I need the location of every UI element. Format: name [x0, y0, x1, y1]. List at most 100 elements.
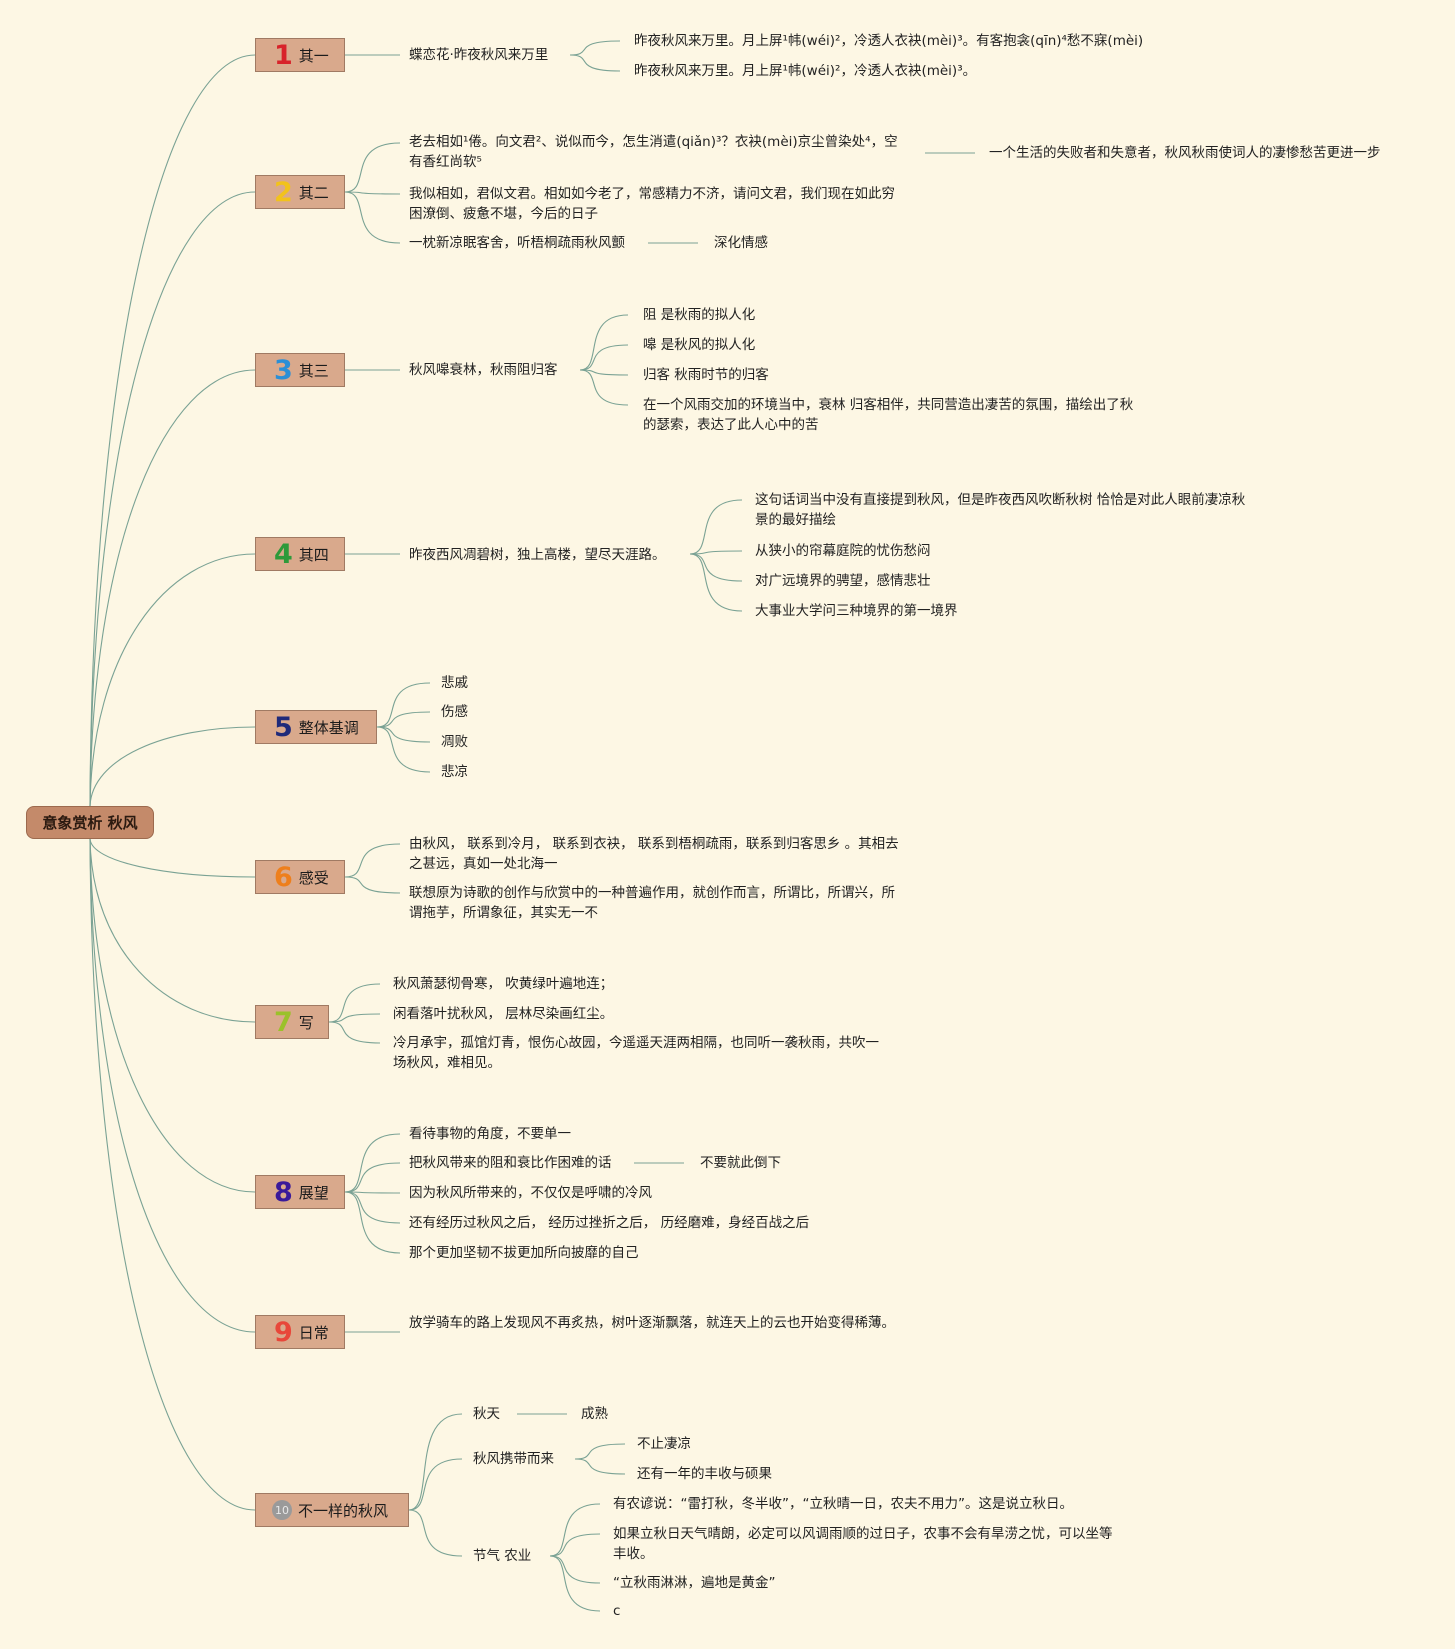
leaf-10-3-4[interactable]: c — [613, 1603, 621, 1619]
root-topic[interactable]: 意象赏析 秋风 — [26, 806, 154, 839]
node-7-1[interactable]: 秋风萧瑟彻骨寒， 吹黄绿叶遍地连； — [393, 976, 614, 992]
branch-3[interactable]: 3 其三 — [255, 353, 345, 387]
link-4-1-4 — [689, 553, 743, 612]
link-3-1-1 — [579, 314, 629, 371]
link-5-2 — [376, 711, 431, 728]
branch-label-8: 展望 — [298, 1183, 329, 1202]
branch-number-9: 9 — [274, 1316, 293, 1348]
node-3-1[interactable]: 秋风嗥衰林，秋雨阻归客 — [409, 362, 558, 378]
branch-8[interactable]: 8 展望 — [255, 1175, 345, 1209]
root-link-2 — [89, 191, 256, 807]
leaf-10-3-1[interactable]: 有农谚说：“雷打秋，冬半收”，“立秋晴一日，农夫不用力”。这是说立秋日。 — [613, 1496, 1073, 1512]
branch-number-5: 5 — [274, 711, 293, 743]
link-10-3-4 — [549, 1555, 601, 1612]
link-10-3-1 — [549, 1503, 601, 1557]
node-7-2[interactable]: 闲看落叶扰秋风， 层林尽染画红尘。 — [393, 1006, 614, 1022]
node-8-3[interactable]: 因为秋风所带来的，不仅仅是呼啸的冷风 — [409, 1185, 652, 1201]
leaf-2-1-1[interactable]: 一个生活的失败者和失意者，秋风秋雨使词人的凄惨愁苦更进一步 — [989, 145, 1381, 161]
root-link-5 — [89, 726, 256, 807]
branch-2[interactable]: 2 其二 — [255, 175, 345, 209]
link-10-3 — [408, 1509, 463, 1557]
leaf-8-2-1[interactable]: 不要就此倒下 — [700, 1155, 781, 1171]
node-1-1[interactable]: 蝶恋花·昨夜秋风来万里 — [409, 47, 549, 63]
root-link-9 — [89, 838, 256, 1333]
link-5-1 — [376, 682, 431, 728]
node-5-1[interactable]: 悲戚 — [441, 675, 468, 691]
node-7-3[interactable]: 冷月承宇，孤馆灯青，恨伤心故园，今遥遥天涯两相隔，也同听一袭秋雨，共吹一场秋风，… — [393, 1035, 879, 1071]
branch-10[interactable]: 10 不一样的秋风 — [255, 1493, 409, 1527]
node-5-3[interactable]: 凋败 — [441, 734, 468, 750]
branch-label-1: 其一 — [298, 46, 329, 65]
link-1-1-2 — [569, 54, 621, 72]
node-5-2[interactable]: 伤感 — [441, 704, 468, 720]
leaf-3-1-1[interactable]: 阻 是秋雨的拟人化 — [643, 307, 756, 323]
leaf-1-1-2[interactable]: 昨夜秋风来万里。月上屏¹帏(wéi)²，冷透人衣袂(mèi)³。 — [634, 63, 977, 79]
link-3-1-3 — [579, 369, 629, 376]
branch-label-10: 不一样的秋风 — [298, 1501, 389, 1520]
node-6-2[interactable]: 联想原为诗歌的创作与欣赏中的一种普遍作用，就创作而言，所谓比，所谓兴，所谓拖芋，… — [409, 885, 895, 921]
leaf-3-1-2[interactable]: 嗥 是秋风的拟人化 — [643, 337, 756, 353]
node-4-1[interactable]: 昨夜西风凋碧树，独上高楼，望尽天涯路。 — [409, 547, 666, 563]
node-6-1[interactable]: 由秋风， 联系到冷月， 联系到衣袂， 联系到梧桐疏雨，联系到归客思乡 。其相去之… — [409, 836, 899, 872]
leaf-4-1-3[interactable]: 对广远境界的骋望，感情悲壮 — [755, 573, 931, 589]
link-2-1 — [344, 142, 401, 193]
link-1-1-1 — [569, 40, 621, 56]
link-3-1-2 — [579, 344, 629, 371]
root-label: 意象赏析 秋风 — [42, 814, 138, 832]
node-8-5[interactable]: 那个更加坚韧不拔更加所向披靡的自己 — [409, 1245, 639, 1261]
node-2-3[interactable]: 一枕新凉眠客舍，听梧桐疏雨秋风颤 — [409, 235, 625, 251]
branch-number-10: 10 — [272, 1500, 292, 1520]
branch-label-7: 写 — [298, 1013, 314, 1032]
branch-label-4: 其四 — [298, 545, 329, 564]
root-link-6 — [89, 838, 256, 878]
leaf-2-3-1[interactable]: 深化情感 — [714, 235, 768, 251]
link-8-1 — [344, 1133, 401, 1193]
branch-9[interactable]: 9 日常 — [255, 1315, 345, 1349]
node-2-2[interactable]: 我似相如，君似文君。相如如今老了，常感精力不济，请问文君，我们现在如此穷困潦倒、… — [409, 186, 895, 222]
link-10-2-1 — [574, 1443, 626, 1460]
link-7-2 — [328, 1013, 381, 1023]
link-6-1 — [344, 843, 401, 878]
link-2-2 — [344, 191, 401, 195]
root-link-3 — [89, 369, 256, 807]
leaf-4-1-1[interactable]: 这句话词当中没有直接提到秋风，但是昨夜西风吹断秋树 恰恰是对此人眼前凄凉秋景的最… — [755, 492, 1246, 528]
node-8-2[interactable]: 把秋风带来的阻和衰比作困难的话 — [409, 1155, 612, 1171]
branch-label-6: 感受 — [298, 868, 329, 887]
link-7-3 — [328, 1021, 381, 1044]
node-2-1[interactable]: 老去相如¹倦。向文君²、说似而今，怎生消遣(qiǎn)³？衣袂(mèi)京尘曾染… — [409, 134, 898, 170]
leaf-10-3-2[interactable]: 如果立秋日天气晴朗，必定可以风调雨顺的过日子，农事不会有旱涝之忧，可以坐等丰收。 — [613, 1526, 1113, 1562]
node-8-4[interactable]: 还有经历过秋风之后， 经历过挫折之后， 历经磨难，身经百战之后 — [409, 1215, 810, 1231]
branch-5[interactable]: 5 整体基调 — [255, 710, 377, 744]
branch-label-3: 其三 — [298, 361, 329, 380]
leaf-10-2-2[interactable]: 还有一年的丰收与硕果 — [637, 1466, 772, 1482]
leaf-10-2-1[interactable]: 不止凄凉 — [637, 1436, 691, 1452]
root-link-8 — [89, 838, 256, 1193]
node-10-3[interactable]: 节气 农业 — [473, 1548, 532, 1564]
branch-number-6: 6 — [274, 861, 293, 893]
leaf-4-1-2[interactable]: 从狭小的帘幕庭院的忧伤愁闷 — [755, 543, 931, 559]
branch-number-3: 3 — [274, 354, 293, 386]
leaf-3-1-3[interactable]: 归客 秋雨时节的归客 — [643, 367, 769, 383]
branch-6[interactable]: 6 感受 — [255, 860, 345, 894]
branch-label-5: 整体基调 — [298, 718, 359, 737]
leaf-10-1-1[interactable]: 成熟 — [581, 1406, 608, 1422]
node-10-2[interactable]: 秋风携带而来 — [473, 1451, 554, 1467]
node-5-4[interactable]: 悲凉 — [441, 764, 468, 780]
leaf-4-1-4[interactable]: 大事业大学问三种境界的第一境界 — [755, 603, 958, 619]
branch-number-4: 4 — [274, 538, 293, 570]
link-10-2 — [408, 1458, 463, 1511]
node-10-1[interactable]: 秋天 — [473, 1406, 500, 1422]
node-8-1[interactable]: 看待事物的角度，不要单一 — [409, 1126, 571, 1142]
leaf-10-3-3[interactable]: “立秋雨淋淋，遍地是黄金” — [613, 1575, 776, 1591]
link-4-1-3 — [689, 553, 743, 582]
branch-1[interactable]: 1 其一 — [255, 38, 345, 72]
branch-4[interactable]: 4 其四 — [255, 537, 345, 571]
leaf-3-1-4[interactable]: 在一个风雨交加的环境当中，衰林 归客相伴，共同营造出凄苦的氛围，描绘出了秋的瑟索… — [643, 397, 1134, 433]
branch-7[interactable]: 7 写 — [255, 1005, 329, 1039]
branch-number-7: 7 — [274, 1006, 293, 1038]
link-10-3-3 — [549, 1555, 601, 1584]
leaf-1-1-1[interactable]: 昨夜秋风来万里。月上屏¹帏(wéi)²，冷透人衣袂(mèi)³。有客抱衾(qīn… — [634, 33, 1144, 49]
link-6-2 — [344, 876, 401, 894]
node-9-1[interactable]: 放学骑车的路上发现风不再炙热，树叶逐渐飘落，就连天上的云也开始变得稀薄。 — [409, 1315, 895, 1331]
link-10-2-2 — [574, 1458, 626, 1475]
